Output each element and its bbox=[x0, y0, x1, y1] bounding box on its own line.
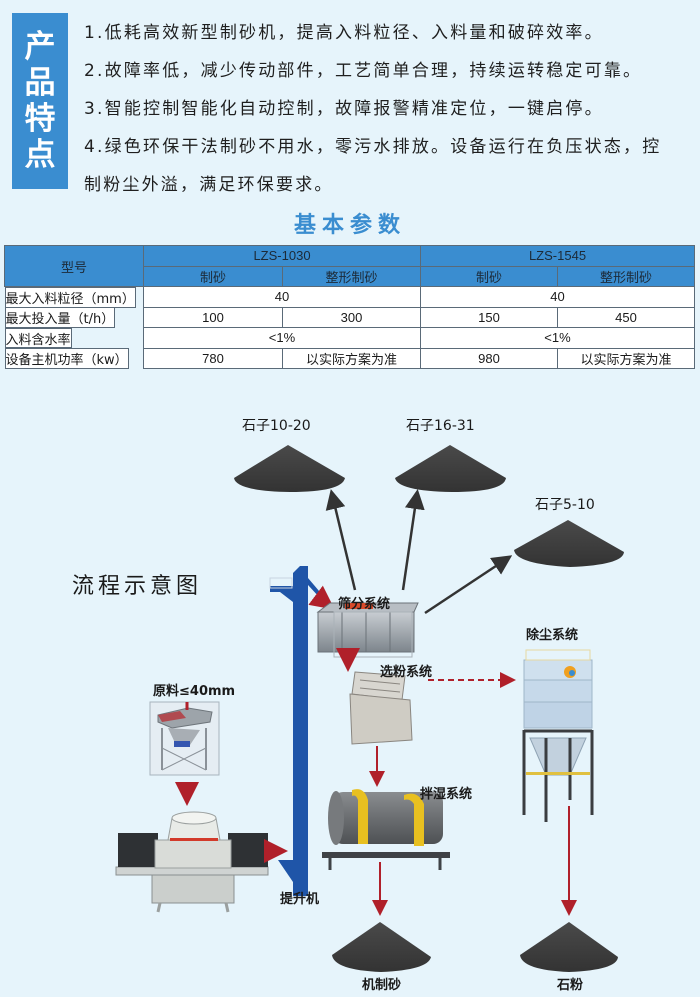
badge-char: 点 bbox=[24, 137, 56, 173]
flow-title: 流程示意图 bbox=[72, 574, 203, 599]
cell-value: <1% bbox=[420, 327, 695, 349]
badge-char: 特 bbox=[24, 101, 56, 137]
cell-value: 以实际方案为准 bbox=[282, 347, 421, 369]
cell-value: 980 bbox=[420, 347, 558, 369]
table-row: 设备主机功率（kw） 780 以实际方案为准 980 以实际方案为准 bbox=[4, 347, 695, 369]
cell-value: 780 bbox=[143, 347, 283, 369]
cell-value: 40 bbox=[143, 286, 421, 308]
pile-label-5-10: 石子5-10 bbox=[535, 497, 595, 513]
cell-value: 300 bbox=[282, 306, 421, 328]
dust-collector bbox=[522, 649, 594, 822]
header-sub-column: 整形制砂 bbox=[557, 265, 695, 287]
row-label: 入料含水率 bbox=[4, 327, 72, 348]
feature-line: 制粉尘外溢，满足环保要求。 bbox=[84, 175, 334, 195]
cell-value: 450 bbox=[557, 306, 695, 328]
table-row: 最大入料粒径（mm） 40 40 bbox=[4, 286, 695, 308]
stage-label-screening: 筛分系统 bbox=[338, 597, 391, 612]
badge-char: 品 bbox=[24, 65, 56, 101]
row-label: 最大投入量（t/h） bbox=[4, 307, 116, 328]
feed-hopper bbox=[149, 701, 220, 776]
row-label: 设备主机功率（kw） bbox=[4, 348, 129, 369]
arrow-to-5-10 bbox=[424, 555, 513, 615]
features-badge: 产 品 特 点 bbox=[12, 13, 68, 189]
arrow-to-10-20 bbox=[325, 489, 357, 591]
params-title: 基本参数 bbox=[293, 213, 406, 238]
table-subheader-row: 制砂 整形制砂 制砂 整形制砂 bbox=[5, 265, 695, 287]
header-sub-column: 制砂 bbox=[143, 265, 283, 287]
spec-table: 型号 LZS-1030 LZS-1545 制砂 整形制砂 制砂 整形制砂 最大入… bbox=[4, 245, 695, 369]
sand-making-machine bbox=[115, 811, 269, 913]
cell-value: 40 bbox=[420, 286, 695, 308]
powder-selector bbox=[349, 671, 413, 745]
stage-label-elevator: 提升机 bbox=[280, 892, 320, 907]
header-sub-column: 制砂 bbox=[420, 265, 558, 287]
cell-value: 150 bbox=[420, 306, 558, 328]
stage-label-raw-material: 原料≤40mm bbox=[153, 684, 236, 699]
header-model: LZS-1545 bbox=[420, 245, 695, 267]
cell-value: <1% bbox=[143, 327, 421, 349]
stage-label-powder-selection: 选粉系统 bbox=[380, 665, 433, 680]
pile-label-16-31: 石子16-31 bbox=[406, 418, 475, 434]
features-list: 1.低耗高效新型制砂机，提高入料粒径、入料量和破碎效率。 2.故障率低，减少传动… bbox=[84, 14, 694, 204]
pile-machine-sand bbox=[332, 922, 431, 972]
pile-stone-16-31 bbox=[395, 445, 506, 492]
badge-char: 产 bbox=[24, 29, 56, 65]
pile-stone-10-20 bbox=[234, 445, 345, 492]
table-row: 最大投入量（t/h） 100 300 150 450 bbox=[4, 306, 695, 328]
feature-line: 4.绿色环保干法制砂不用水，零污水排放。设备运行在负压状态，控 bbox=[84, 137, 662, 157]
table-header-row: 型号 LZS-1030 LZS-1545 bbox=[4, 245, 695, 287]
pile-stone-powder bbox=[520, 922, 618, 972]
feature-line: 2.故障率低，减少传动部件，工艺简单合理，持续运转稳定可靠。 bbox=[84, 61, 643, 81]
header-model-label: 型号 bbox=[4, 245, 144, 287]
feature-line: 3.智能控制智能化自动控制，故障报警精准定位，一键启停。 bbox=[84, 99, 604, 119]
feature-line: 1.低耗高效新型制砂机，提高入料粒径、入料量和破碎效率。 bbox=[84, 23, 604, 43]
header-sub-column: 整形制砂 bbox=[282, 265, 421, 287]
pile-label-10-20: 石子10-20 bbox=[242, 418, 311, 434]
pile-label-stone-powder: 石粉 bbox=[557, 978, 584, 993]
cell-value: 以实际方案为准 bbox=[557, 347, 695, 369]
pile-label-machine-sand: 机制砂 bbox=[362, 978, 402, 993]
pile-stone-5-10 bbox=[514, 520, 624, 567]
arrow-to-16-31 bbox=[401, 489, 425, 591]
stage-label-dust-removal: 除尘系统 bbox=[526, 628, 579, 643]
table-row: 入料含水率 <1% <1% bbox=[4, 327, 695, 349]
row-label: 最大入料粒径（mm） bbox=[4, 287, 136, 308]
header-model: LZS-1030 bbox=[143, 245, 421, 267]
cell-value: 100 bbox=[143, 306, 283, 328]
bucket-elevator bbox=[269, 566, 325, 896]
stage-label-mixing-wetting: 拌湿系统 bbox=[420, 787, 473, 802]
